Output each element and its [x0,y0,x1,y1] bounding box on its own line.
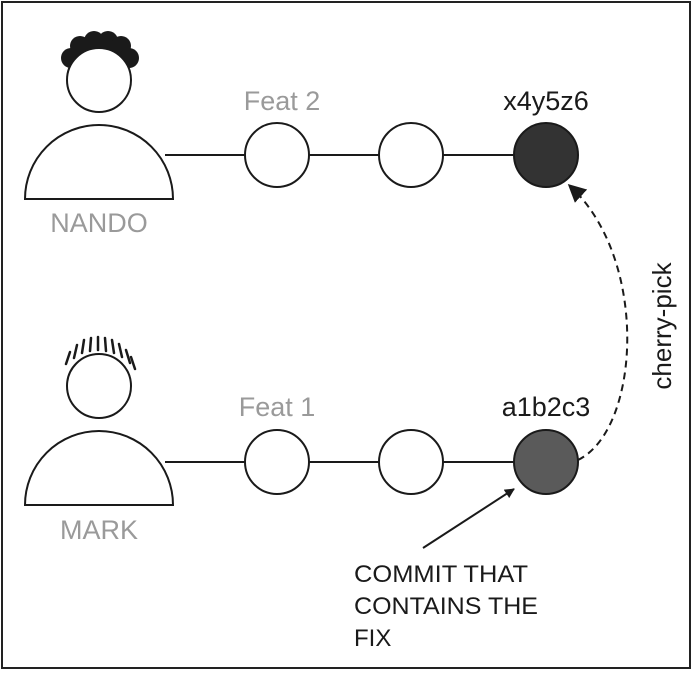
mark-name-label: MARK [60,515,138,545]
nando-head-icon [66,47,132,113]
mark-hair-icon [64,335,137,371]
note-line: COMMIT THAT [354,561,528,588]
note-line: FIX [354,625,391,652]
branch-label-feat-2: Feat 2 [244,86,321,116]
branch-feat-2: Feat 2 x4y5z6 [165,86,589,188]
note-line: CONTAINS THE [354,593,538,620]
mark-body-icon [23,430,175,506]
commit-node [244,429,310,495]
note-pointer-arrow [422,488,515,549]
commit-node-target [513,122,579,188]
commit-node [378,429,444,495]
commit-node [244,122,310,188]
branch-label-feat-1: Feat 1 [239,392,316,422]
commit-hash-source: a1b2c3 [502,392,591,422]
cherry-pick-label: cherry-pick [647,261,677,389]
mark-head-icon [66,353,132,419]
branch-feat-1: Feat 1 a1b2c3 [165,392,591,495]
fix-commit-note: COMMIT THAT CONTAINS THE FIX [354,561,538,652]
commit-node [378,122,444,188]
nando-body-icon [23,124,175,200]
nando-name-label: NANDO [50,208,148,238]
user-mark: MARK [23,335,175,545]
cherry-pick-arrow [567,183,629,461]
commit-hash-target: x4y5z6 [503,86,589,116]
commit-node-source [513,429,579,495]
user-nando: NANDO [23,31,175,238]
